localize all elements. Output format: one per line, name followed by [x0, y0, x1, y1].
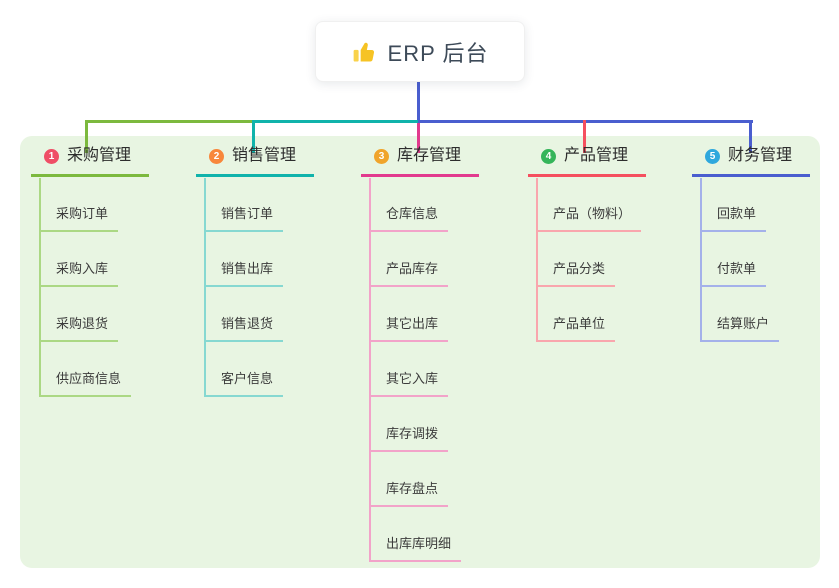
- branch-drop-connector: [252, 120, 255, 153]
- connector-segment: [253, 120, 418, 123]
- sub-node[interactable]: 销售退货: [204, 314, 284, 342]
- branch-node[interactable]: 1 采购管理: [31, 145, 149, 177]
- sub-node[interactable]: 付款单: [700, 259, 767, 287]
- branch-drop-connector: [85, 120, 88, 153]
- branch-drop-connector: [749, 120, 752, 153]
- branch-label: 财务管理: [728, 147, 793, 164]
- sub-node[interactable]: 产品单位: [536, 314, 616, 342]
- sub-node[interactable]: 客户信息: [204, 369, 284, 397]
- sub-node[interactable]: 库存调拨: [369, 424, 449, 452]
- sub-node[interactable]: 回款单: [700, 204, 767, 232]
- sub-node[interactable]: 采购入库: [39, 259, 119, 287]
- branch-node[interactable]: 5 财务管理: [692, 145, 810, 177]
- branches-panel: [20, 136, 820, 568]
- branch-number-badge: 2: [209, 148, 224, 164]
- sub-node[interactable]: 销售订单: [204, 204, 284, 232]
- sub-node[interactable]: 产品分类: [536, 259, 616, 287]
- sub-node[interactable]: 销售出库: [204, 259, 284, 287]
- branch-number-badge: 3: [374, 148, 389, 164]
- branch-node[interactable]: 4 产品管理: [528, 145, 646, 177]
- branch-number-badge: 1: [44, 148, 59, 164]
- branch-trunk-connector: [536, 178, 538, 342]
- branch-label: 销售管理: [232, 147, 297, 164]
- branch-label: 库存管理: [397, 147, 462, 164]
- branch-trunk-connector: [39, 178, 41, 397]
- sub-node[interactable]: 库存盘点: [369, 479, 449, 507]
- branch-label: 产品管理: [564, 147, 629, 164]
- root-node[interactable]: ERP 后台: [315, 21, 525, 82]
- branch-drop-connector: [417, 123, 420, 153]
- root-title: ERP 后台: [387, 40, 489, 66]
- branch-node[interactable]: 3 库存管理: [361, 145, 479, 177]
- sub-node[interactable]: 采购退货: [39, 314, 119, 342]
- branch-number-badge: 4: [541, 148, 556, 164]
- sub-node[interactable]: 其它入库: [369, 369, 449, 397]
- thumbs-up-icon: [352, 39, 378, 65]
- branch-drop-connector: [583, 120, 586, 153]
- root-stem-connector: [417, 82, 420, 123]
- sub-node[interactable]: 采购订单: [39, 204, 119, 232]
- branch-node[interactable]: 2 销售管理: [196, 145, 314, 177]
- sub-node[interactable]: 仓库信息: [369, 204, 449, 232]
- sub-node[interactable]: 产品（物料）: [536, 204, 642, 232]
- sub-node[interactable]: 其它出库: [369, 314, 449, 342]
- sub-node[interactable]: 供应商信息: [39, 369, 132, 397]
- branch-trunk-connector: [204, 178, 206, 397]
- branch-number-badge: 5: [705, 148, 720, 164]
- sub-node[interactable]: 出库库明细: [369, 534, 462, 562]
- connector-segment: [86, 120, 253, 123]
- branch-trunk-connector: [369, 178, 371, 562]
- branch-label: 采购管理: [67, 147, 132, 164]
- branch-trunk-connector: [700, 178, 702, 342]
- sub-node[interactable]: 产品库存: [369, 259, 449, 287]
- sub-node[interactable]: 结算账户: [700, 314, 780, 342]
